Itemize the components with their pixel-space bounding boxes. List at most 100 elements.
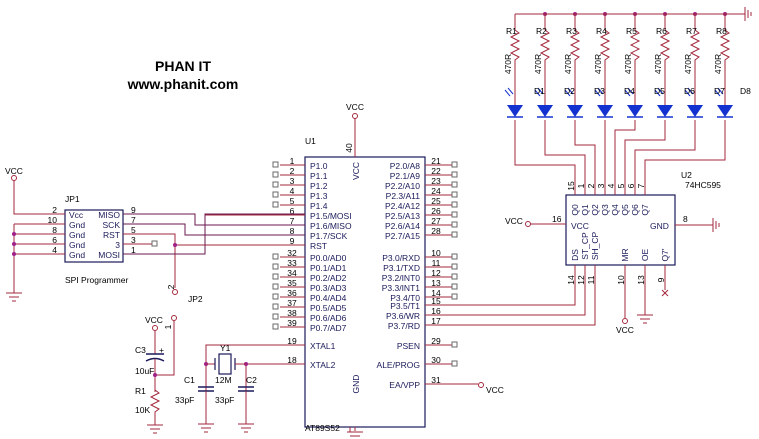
u1-pin-num: 7 [290,216,295,226]
u1-pin-num: 3 [290,176,295,186]
u1-pin-num: 21 [431,156,441,166]
u2-pin-name: MR [620,248,630,261]
u1-u2-serial-wires [425,265,596,388]
jp1-lnum: 4 [52,245,57,255]
u2-pin-14: 14 DS [566,249,580,285]
resistor-value: 470R [683,54,693,74]
jp1-rname: SCK [103,220,121,230]
u1-pin-name: P0.1/AD1 [310,263,347,273]
u1-pin-name: P1.5/MOSI [310,211,352,221]
u2-body [565,194,676,266]
u1-pin-name: P0.3/AD3 [310,283,347,293]
u2-pin-num: 2 [586,183,596,188]
jp1-rname: RST [103,230,120,240]
diode-ref: D8 [740,86,751,96]
u1-pin-num: 26 [431,206,441,216]
u1-pin-name: P0.7/AD7 [310,323,347,333]
u1-vcc-pin-name: VCC [351,162,361,180]
u1-pin-num: 22 [431,166,441,176]
r1-ref: R1 [135,386,146,396]
spi-wires [123,213,305,288]
led-array: R1470RR2470RR3470RR4470RR5470RR6470RR747… [503,12,751,118]
u2-pin-num: 9 [656,277,666,282]
jp1-lname: Gnd [69,250,85,260]
u1-part: AT89S52 [305,423,340,433]
u1-pin-num: 2 [290,166,295,176]
u2-pin-name: Q0 [570,204,580,216]
jp2-pin2: 2 [166,284,176,289]
crystal-network: Y1 12M C1 33pF C2 33pF [175,343,363,437]
diode-ref: D4 [624,86,635,96]
u1-pin-name: P1.2 [310,181,328,191]
resistor-ref: R8 [716,26,727,36]
diode-ref: D6 [684,86,695,96]
u2-pin-num: 15 [566,181,576,191]
jp1-vcc-port-icon [11,175,17,181]
u1-pin-num: 6 [290,206,295,216]
u2-pin-name: DS [570,249,580,261]
jp1-lname: Gnd [69,220,85,230]
u1-pin-name: P3.2/INT0 [382,273,421,283]
u2-pin-num: 13 [636,275,646,285]
u1-pin-name: P2.1/A9 [390,171,421,181]
u1-pin-num: 19 [287,336,297,346]
u1-pin-num: 35 [287,278,297,288]
u2-pin-13: 13 OE [636,249,650,315]
u2-pin-num: 14 [566,275,576,285]
u1-pin-num: 28 [431,226,441,236]
reset-gnd-icon [147,424,163,434]
u1-pin-num: 9 [290,236,295,246]
u2-pin-name: Q1 [580,204,590,216]
u2-pin-4: 4Q4 [606,120,636,216]
u1-pin-num: 37 [287,298,297,308]
resistor-value: 470R [533,54,543,74]
u2-vcc-pin-num: 16 [552,214,562,224]
u1-pin-num: 33 [287,258,297,268]
led-icon [507,105,523,117]
u1-pin-name: P2.3/A11 [386,191,421,201]
resistor-value: 470R [593,54,603,74]
u1-pin-num: 32 [287,248,297,258]
u1-pin-name: P1.1 [310,171,328,181]
u2-pin-name: OE [640,249,650,262]
u1-pin-num: 5 [290,196,295,206]
u2-pin-num: 4 [606,183,616,188]
url-text: www.phanit.com [127,76,239,92]
u2-pin-name: ST_CP [580,232,590,260]
u1-pin-num: 8 [290,226,295,236]
u2-pin-num: 7 [636,183,646,188]
u1-pin-num: 12 [431,268,441,278]
u2-pin-2: 2Q2 [574,120,600,216]
jp1-lnum: 2 [52,205,57,215]
u1-pin-num: 14 [431,288,441,298]
u1-vcc-pin-num: 40 [344,143,354,153]
u2-mr-vcc-label: VCC [616,325,634,335]
led-icon [597,105,613,117]
u1-pin-name: P2.4/A12 [385,201,420,211]
resistor-value: 470R [563,54,573,74]
resistor-ref: R5 [626,26,637,36]
jp1-rnum: 5 [131,225,136,235]
u1-pin-name: ALE/PROG [377,360,420,370]
jp1-rname: MISO [98,210,120,220]
jp2-pin1: 1 [163,324,173,329]
